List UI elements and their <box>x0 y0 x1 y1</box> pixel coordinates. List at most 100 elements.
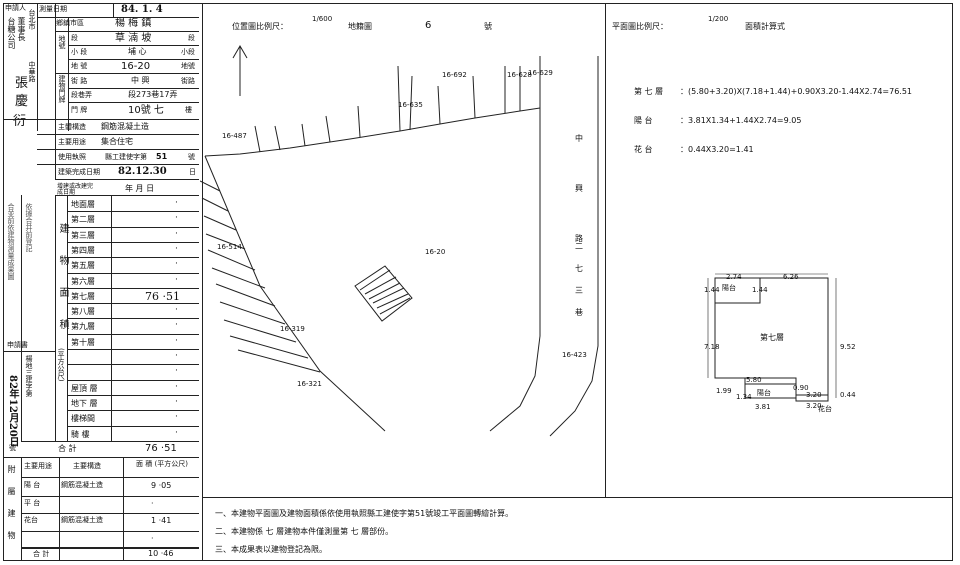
floor-area-value: · <box>175 243 178 254</box>
location-scale-value: 1/600 <box>312 15 333 23</box>
dim-label: 1.99 <box>716 387 732 395</box>
parcel-label: 16-635 <box>398 101 423 109</box>
road-name-char: 路 <box>575 234 583 243</box>
parcel-label: 16-514 <box>217 243 242 251</box>
flower-label: 花台 <box>818 405 832 413</box>
location-map <box>200 45 599 437</box>
road-name-char: 巷 <box>575 308 583 317</box>
balcony-label-lower: 陽台 <box>757 389 771 397</box>
change-value: 年 月 日 <box>125 184 155 193</box>
floor-area-value: · <box>175 335 178 346</box>
lot-value: 16-20 <box>121 61 151 72</box>
floor-plan-drawing <box>707 273 837 402</box>
applicant-title: 申請人 <box>5 4 26 12</box>
floor-label: 第十層 <box>71 337 95 347</box>
dim-label: 6.26 <box>783 273 799 281</box>
floor-area-value: · <box>175 396 178 407</box>
structure-label: 主體構造 <box>58 123 86 131</box>
applicant-entry: 董事長 <box>17 17 26 41</box>
note-line: 二、本建物係 七 層建物本件僅測量第 七 層部份。 <box>215 527 394 536</box>
completion-suffix: 日 <box>189 168 196 176</box>
parcel-label: 16-692 <box>442 71 467 79</box>
survey-date-label: 測量日期 <box>39 5 67 13</box>
annex-value: · <box>151 498 154 508</box>
road-name-char: 中 <box>575 134 583 143</box>
floor-label: 第三層 <box>71 230 95 240</box>
formula-expr: ：0.44X3.20=1.41 <box>680 145 754 154</box>
dim-label: 3.81 <box>755 403 771 411</box>
dim-label: 1.44 <box>704 286 720 294</box>
floor-label: 第八層 <box>71 307 95 317</box>
room-label: 第七層 <box>760 333 784 342</box>
annex-use: 花台 <box>24 516 38 524</box>
township-value: 楊 梅 鎮 <box>115 18 152 29</box>
area-total-label: 合 計 <box>58 444 77 453</box>
completion-value: 82.12.30 <box>118 166 167 177</box>
floor-area-value: · <box>175 320 178 331</box>
formula-name: 第 七 層 <box>634 87 664 96</box>
floor-area-value: · <box>175 305 178 316</box>
dim-label: 0.90 <box>793 384 809 392</box>
road-label: 街 路 <box>71 77 88 85</box>
subsection-label: 小 段 <box>71 48 88 56</box>
permit-number: 51 <box>156 152 168 161</box>
floor-area-value: · <box>175 274 178 285</box>
floor-label: 第九層 <box>71 322 95 332</box>
annex-use: 平 台 <box>24 498 41 507</box>
floor-label: 第四層 <box>71 245 95 255</box>
parcel-label: 16-319 <box>280 325 305 333</box>
side-note: 合並前依建物測量成果圖 <box>7 203 15 280</box>
annex-value: · <box>151 533 154 543</box>
area-unit-label: (平方公尺) <box>57 348 65 382</box>
survey-date-value: 84. 1. 4 <box>121 4 163 15</box>
floor-area-value: · <box>175 412 178 423</box>
dim-label: 9.52 <box>840 343 856 351</box>
applicant-book-number: 82年12月20日 <box>7 375 18 447</box>
parcel-label: 16-487 <box>222 132 247 140</box>
annex-structure: 鋼筋混凝土造 <box>61 481 103 489</box>
side-note: 依據合并前登記 <box>25 203 33 252</box>
applicant-book-label: 申請書 <box>7 341 28 349</box>
use-label: 主要用途 <box>58 138 86 146</box>
permit-value: 縣工建使字第 <box>105 153 147 161</box>
location-map-label: 地籍圖 <box>348 22 372 31</box>
lane-label: 段巷弄 <box>71 91 92 99</box>
floor-label: 第六層 <box>71 276 95 286</box>
floor-label: 地面層 <box>71 200 95 209</box>
applicant-entry: 慶 <box>15 94 29 109</box>
floor-area-value: · <box>175 198 178 208</box>
floor-label: 樓梯間 <box>71 414 95 424</box>
dim-label: 7.18 <box>704 343 720 351</box>
document-frame <box>3 3 953 561</box>
parcel-label: 16-321 <box>297 380 322 388</box>
floor-label: 地下 層 <box>71 398 98 408</box>
annex-use: 陽 台 <box>24 481 41 489</box>
lot-label: 地 號 <box>71 62 88 70</box>
dim-label: 5.80 <box>746 376 762 384</box>
road-name-char: 七 <box>575 264 583 273</box>
applicant-book-note: 楊地三建字第 <box>25 355 33 397</box>
dim-label: 0.44 <box>840 391 856 399</box>
section-value: 草 湳 坡 <box>115 33 152 44</box>
section-label: 段 <box>71 34 78 42</box>
applicant-entry: 衍 <box>13 114 27 129</box>
location-map-number: 6 <box>425 20 432 31</box>
parcel-label: 16-628 <box>507 71 532 79</box>
floor-area-value: · <box>175 259 178 270</box>
number-suffix: 樓 <box>185 106 192 114</box>
road-name-char: 興 <box>575 184 583 193</box>
subsection-suffix: 小段 <box>181 48 195 56</box>
note-line: 三、本成果表以建物登記為限。 <box>215 545 327 554</box>
floor-area-value: · <box>175 366 178 377</box>
section-suffix: 段 <box>188 34 195 42</box>
plan-scale-value: 1/200 <box>708 15 729 23</box>
balcony-label: 陽台 <box>722 284 736 292</box>
annex-value: 1 ·41 <box>151 516 172 525</box>
area-total-value: 76 ·51 <box>145 443 177 454</box>
location-scale-label: 位置圖比例尺： <box>232 22 288 31</box>
floor-area-value: · <box>175 381 178 392</box>
survey-form: 申請人 台糖公司 董事長 張 慶 衍 台北市 中華路 測量日期 84. 1. 4… <box>3 3 203 561</box>
annex-total-value: 10 ·46 <box>148 549 174 558</box>
formula-name: 花 台 <box>634 145 653 154</box>
floor-area-value: · <box>175 228 178 239</box>
